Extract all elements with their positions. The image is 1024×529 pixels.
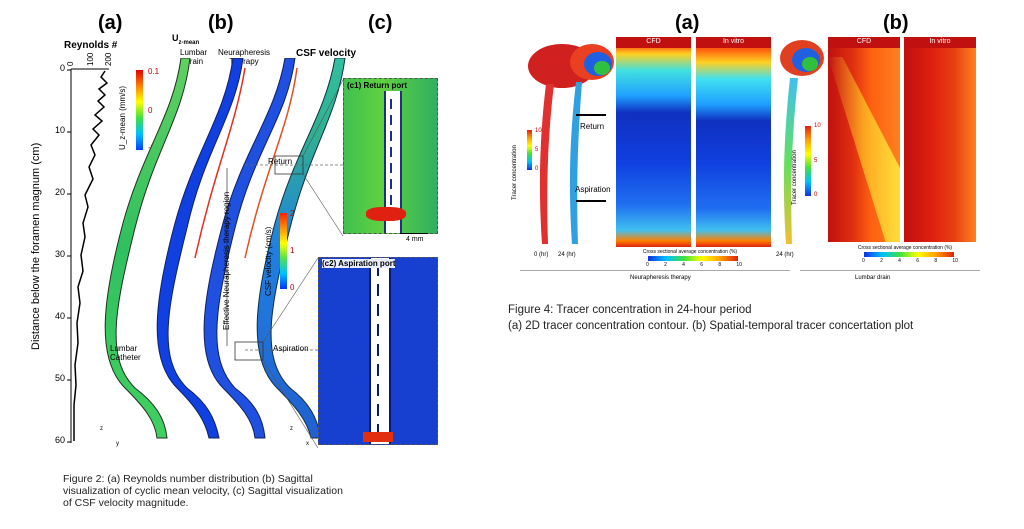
fig4-return-label: Return bbox=[580, 122, 605, 131]
uz-colorbar bbox=[136, 70, 143, 150]
scale-bar bbox=[400, 233, 428, 234]
tracer-tick-b-0: 0 bbox=[814, 192, 818, 198]
tracer-tick-b-5: 5 bbox=[814, 158, 818, 164]
csf-tick-top: 2 bbox=[290, 209, 295, 218]
panel-label-b: (b) bbox=[208, 12, 234, 34]
uz-tick-mid: 0 bbox=[148, 106, 153, 115]
aspiration-port-title: (c2) Aspiration port bbox=[322, 259, 396, 268]
figure-4-caption-title: Figure 4: Tracer concentration in 24-hou… bbox=[508, 304, 752, 316]
lumbar-drain-label-fig4: Lumbar drain bbox=[855, 275, 891, 281]
return-arrow bbox=[576, 114, 606, 116]
csf-tick-mid: 1 bbox=[290, 246, 295, 255]
fig4-aspiration-label: Aspiration bbox=[575, 185, 611, 194]
scale-bar-label: 4 mm bbox=[406, 236, 424, 243]
figure-4-caption-body: (a) 2D tracer concentration contour. (b)… bbox=[508, 320, 914, 332]
tracer-colorbar-b bbox=[805, 126, 811, 196]
return-port-inset bbox=[343, 78, 438, 234]
y-tick-20: 20 bbox=[55, 187, 66, 197]
csf-colorbar-label: CSF velocity (cm/s) bbox=[264, 226, 273, 296]
lumbar-drain-label: Lumbar Drain bbox=[180, 48, 208, 66]
panel-label-a: (a) bbox=[98, 12, 123, 34]
fig4-panel-label-a: (a) bbox=[675, 12, 700, 34]
tracer-tick-a-5: 5 bbox=[535, 147, 539, 153]
tracer-tick-b-10: 10 bbox=[814, 123, 821, 129]
y-tick-30: 30 bbox=[55, 249, 66, 259]
xs-label-b: Cross sectional average concentration (%… bbox=[857, 245, 953, 251]
time-24-b: 24 (hr) bbox=[776, 252, 794, 258]
tracer-colorbar-a bbox=[527, 130, 532, 170]
uz-tick-top: 0.1 bbox=[148, 67, 160, 76]
return-label: Return bbox=[268, 157, 293, 166]
xs-label-a: Cross sectional average concentration (%… bbox=[642, 249, 738, 255]
axis-z-right: z bbox=[290, 426, 293, 432]
bracket-b bbox=[800, 270, 980, 271]
bracket-a bbox=[520, 270, 790, 271]
reynolds-title: Reynolds # bbox=[64, 40, 118, 51]
y-tick-40: 40 bbox=[55, 311, 66, 321]
csf-velocity-title: CSF velocity bbox=[296, 48, 357, 59]
xs-colorbar-a bbox=[648, 256, 738, 261]
heatmap-cfd-a bbox=[616, 37, 691, 247]
heatmap-cfd-b bbox=[828, 37, 900, 242]
spine-visualizations bbox=[104, 58, 360, 449]
y-tick-60: 60 bbox=[55, 435, 66, 445]
tracer-label-b: Tracer concentration bbox=[792, 150, 798, 205]
lumbar-catheter-label: Lumbar Catheter bbox=[110, 344, 141, 362]
reynolds-plot bbox=[67, 68, 109, 443]
brain-spine-a bbox=[528, 44, 614, 244]
panel-label-c: (c) bbox=[368, 12, 393, 34]
neurapheresis-therapy-label: Neurapheresis therapy bbox=[630, 275, 691, 281]
axis-x-right: x bbox=[306, 441, 309, 447]
y-axis-label: Distance below the foramen magnum (cm) bbox=[30, 142, 42, 350]
aspiration-arrow bbox=[576, 200, 606, 202]
axis-z-left: z bbox=[100, 426, 103, 432]
uz-title: Uz-mean bbox=[172, 33, 200, 46]
figure-2-caption: Figure 2: (a) Reynolds number distributi… bbox=[63, 473, 343, 509]
effective-region-label: Effective Neurapheresis therapy region bbox=[222, 191, 231, 330]
return-port-title: (c1) Return port bbox=[347, 81, 407, 90]
tracer-tick-a-0: 0 bbox=[535, 166, 539, 172]
re-tick-100: 100 bbox=[86, 52, 95, 66]
neurapheresis-label: Neurapheresis Therapy bbox=[218, 48, 271, 66]
axis-y-left: y bbox=[116, 441, 119, 447]
aspiration-port-inset bbox=[318, 257, 438, 445]
xs-colorbar-b bbox=[864, 252, 954, 257]
heatmap-invitro-b bbox=[904, 37, 976, 242]
tracer-label-a: Tracer concentration bbox=[512, 145, 518, 200]
header-cfd-b: CFD bbox=[828, 37, 900, 48]
y-tick-50: 50 bbox=[55, 373, 66, 383]
heatmap-invitro-a bbox=[696, 37, 771, 247]
y-tick-10: 10 bbox=[55, 125, 66, 135]
tracer-tick-a-10: 10 bbox=[535, 128, 542, 134]
y-tick-0: 0 bbox=[60, 63, 66, 73]
csf-colorbar bbox=[280, 213, 287, 289]
header-invitro-b: In vitro bbox=[904, 37, 976, 48]
csf-tick-bottom: 0 bbox=[290, 283, 295, 292]
brain-spine-b bbox=[780, 40, 824, 244]
time-0: 0 (hr) bbox=[534, 252, 549, 258]
re-tick-0: 0 bbox=[66, 61, 75, 66]
header-invitro-a: In vitro bbox=[696, 37, 771, 48]
time-24-a: 24 (hr) bbox=[558, 252, 576, 258]
aspiration-label: Aspiration bbox=[273, 344, 309, 353]
header-cfd-a: CFD bbox=[616, 37, 691, 48]
fig4-panel-label-b: (b) bbox=[883, 12, 909, 34]
